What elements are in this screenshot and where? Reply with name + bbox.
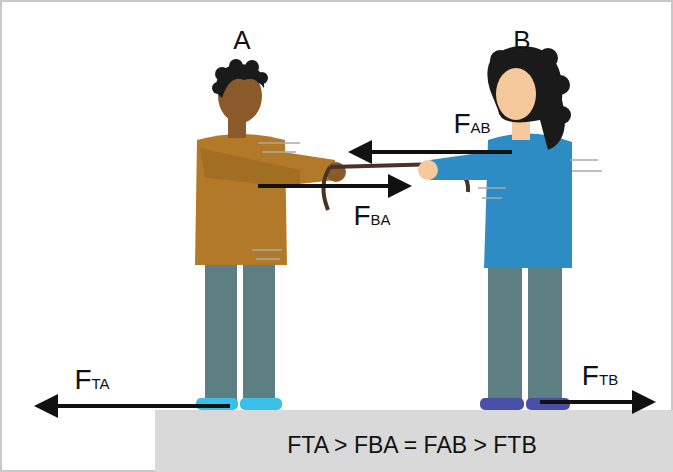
force-arrow [352, 150, 512, 154]
person-a [195, 59, 346, 410]
force-arrow [258, 184, 408, 188]
ground [155, 410, 673, 472]
force-label: FTB [582, 361, 618, 392]
force-arrow [540, 400, 652, 404]
person-label: A [233, 26, 250, 55]
rope-end [323, 167, 330, 210]
force-arrow [38, 404, 230, 408]
force-label: FAB [453, 109, 490, 140]
person-label: B [513, 26, 530, 55]
person-b [418, 46, 572, 410]
relation-text: FTA > FBA = FAB > FTB [287, 433, 536, 458]
force-label: FBA [353, 201, 390, 232]
force-label: FTA [74, 365, 109, 396]
motion-lines [252, 143, 602, 259]
